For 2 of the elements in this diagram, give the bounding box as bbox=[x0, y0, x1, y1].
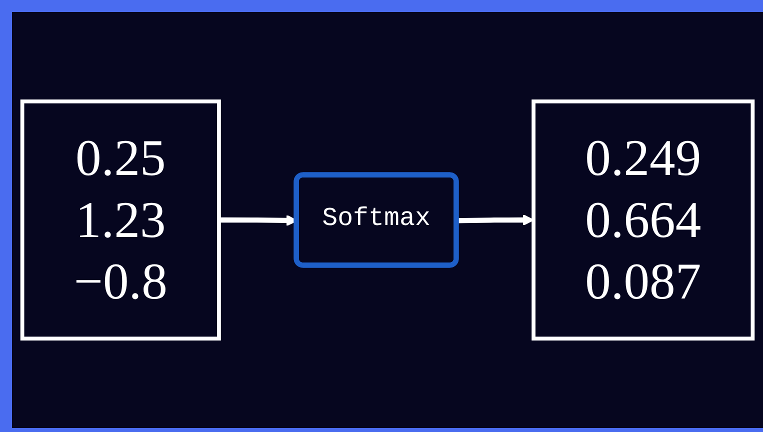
node-box: 0.249 0.664 0.087 bbox=[532, 99, 755, 341]
node-box: 0.25 1.23 −0.8 bbox=[20, 99, 221, 341]
